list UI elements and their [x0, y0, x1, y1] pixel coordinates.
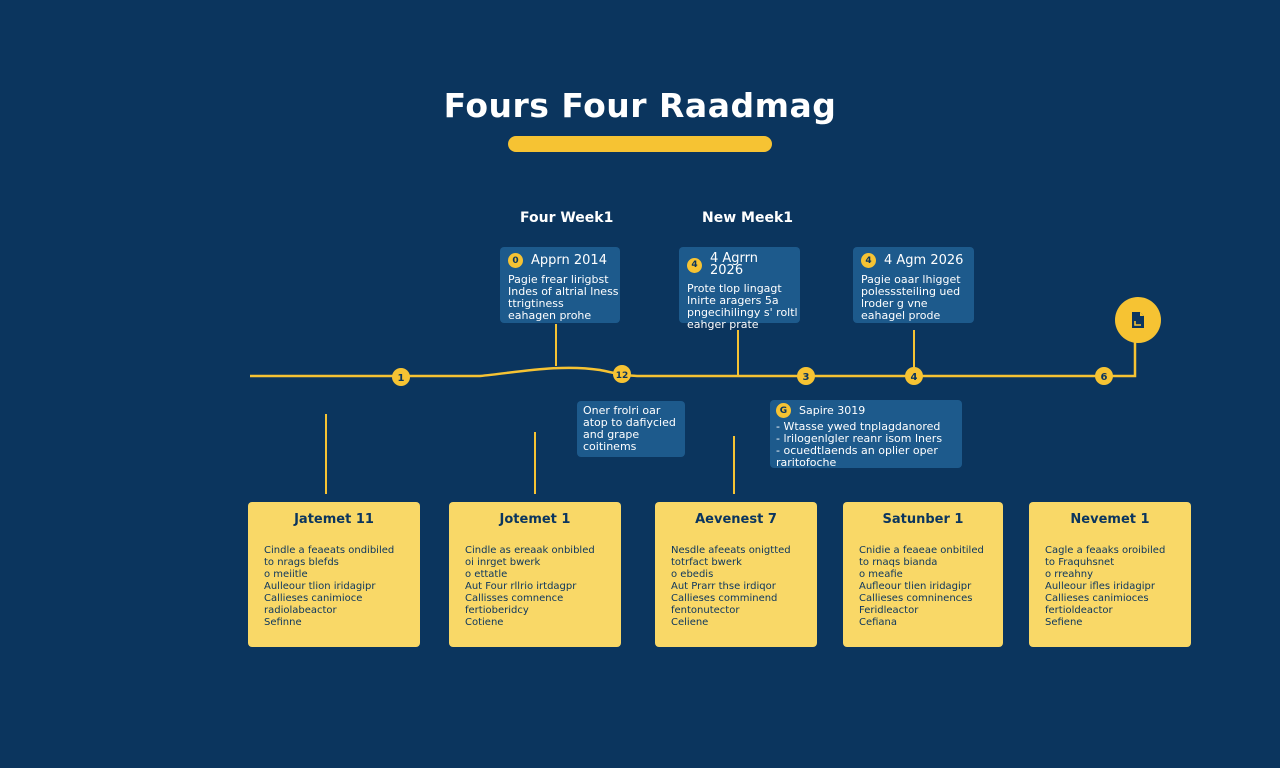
- mid-box-line: - ocuedtlaends an oplier oper: [776, 444, 938, 457]
- milestone-node-1[interactable]: 1: [392, 368, 410, 386]
- top-box-line: eahagel prode: [861, 309, 941, 322]
- card-line: fertioberidcy: [465, 605, 529, 616]
- top-box-badge: 4: [687, 257, 702, 273]
- card-line: to rnaqs bianda: [859, 557, 938, 568]
- week-label-2: New Meek1: [702, 210, 793, 226]
- card-line: fertioldeactor: [1045, 605, 1113, 616]
- flag-icon[interactable]: [1115, 297, 1161, 343]
- top-box-line: lroder g vne: [861, 297, 928, 310]
- card-title: Satunber 1: [882, 512, 964, 527]
- card-line: o meafie: [859, 569, 903, 580]
- card-line: radiolabeactor: [264, 605, 337, 616]
- card-line: Celiene: [671, 617, 709, 628]
- mid-box-line: raritofoche: [776, 456, 837, 469]
- top-box-line: pngecihilingy s' roltl: [687, 306, 798, 319]
- card-line: Feridleactor: [859, 605, 919, 616]
- top-box-date: Apprn 2014: [531, 252, 607, 268]
- milestone-node-2[interactable]: 12: [613, 365, 631, 383]
- mid-box-line: atop to dafiycied: [583, 416, 676, 429]
- card-title: Aevenest 7: [695, 512, 777, 527]
- top-box-line: eahagen prohe: [508, 309, 592, 322]
- top-box-3: 4 4 Agm 2026 Pagie oaar lhigget polessst…: [853, 247, 974, 323]
- card-line: Sefinne: [264, 617, 302, 628]
- timeline-line: [250, 340, 1137, 378]
- card-line: Callieses canimioce: [264, 593, 363, 604]
- milestone-label-2: 12: [616, 371, 629, 381]
- top-box-badge: 4: [861, 253, 876, 268]
- card-line: Nesdle afeeats onigtted: [671, 545, 791, 556]
- card-line: o meiitle: [264, 569, 308, 580]
- card-line: Cotiene: [465, 617, 504, 628]
- milestone-card-2[interactable]: Jotemet 1 Cindle as ereaak onbibled oi i…: [449, 502, 621, 647]
- mid-box-line: coitinems: [583, 440, 637, 453]
- card-line: Aut Four rllrio irtdagpr: [465, 581, 577, 592]
- milestone-label-5: 6: [1101, 372, 1108, 383]
- milestone-card-3[interactable]: Aevenest 7 Nesdle afeeats onigtted totrf…: [655, 502, 817, 647]
- card-line: fentonutector: [671, 605, 740, 616]
- top-box-line: Indes of altrial lness: [508, 285, 619, 298]
- card-title: Nevemet 1: [1070, 512, 1150, 527]
- card-line: Callieses canimioces: [1045, 593, 1149, 604]
- top-box-2: 4 4 Agrrn 2026 Prote tlop lingagt Inirte…: [679, 247, 800, 331]
- top-box-line: Pagie oaar lhigget: [861, 273, 961, 286]
- card-line: Cefiana: [859, 617, 898, 628]
- mid-box-1: Oner frolri oar atop to dafiycied and gr…: [577, 401, 685, 457]
- milestone-card-4[interactable]: Satunber 1 Cnidie a feaeae onbitiled to …: [843, 502, 1003, 647]
- card-line: Cnidie a feaeae onbitiled: [859, 545, 984, 556]
- card-line: oi inrget bwerk: [465, 557, 541, 568]
- card-line: to Fraquhsnet: [1045, 557, 1115, 568]
- milestone-node-3[interactable]: 3: [797, 367, 815, 385]
- card-line: Aufleour tlien iridagipr: [859, 581, 972, 592]
- card-line: Cindle a feaeats ondibiled: [264, 545, 395, 556]
- mid-box-badge: G: [776, 403, 791, 418]
- milestone-label-1: 1: [398, 373, 405, 384]
- mid-box-line: and grape: [583, 428, 640, 441]
- top-box-line: Pagie frear lirigbst: [508, 273, 609, 286]
- top-box-date: 4 Agrrn 2026: [710, 251, 759, 278]
- card-line: totrfact bwerk: [671, 557, 742, 568]
- card-line: Callieses comminend: [671, 593, 778, 604]
- mid-box-2: G Sapire 3019 - Wtasse ywed tnplagdanore…: [770, 400, 962, 469]
- mid-box-line: Oner frolri oar: [583, 404, 661, 417]
- card-line: Callieses comninences: [859, 593, 973, 604]
- card-title: Jotemet 1: [499, 512, 571, 527]
- top-box-line: polesssteiling ued: [861, 285, 961, 298]
- milestone-card-5[interactable]: Nevemet 1 Cagle a feaaks oroibiled to Fr…: [1029, 502, 1191, 647]
- top-box-1: 0 Apprn 2014 Pagie frear lirigbst Indes …: [500, 247, 620, 323]
- card-line: o rreahny: [1045, 569, 1093, 580]
- top-box-line: Prote tlop lingagt: [687, 282, 782, 295]
- milestone-card-1[interactable]: Jatemet 11 Cindle a feaeats ondibiled to…: [248, 502, 420, 647]
- top-box-line: eahger prate: [687, 318, 759, 331]
- mid-box-date: Sapire 3019: [799, 403, 866, 417]
- card-line: Aulleour ifles iridagipr: [1045, 581, 1155, 592]
- page-title: Fours Four Raadmag: [443, 86, 837, 125]
- card-line: to nrags blefds: [264, 557, 339, 568]
- milestone-node-5[interactable]: 6: [1095, 367, 1113, 385]
- title-underline: [508, 136, 772, 152]
- top-box-line: ttrigtiness: [508, 297, 564, 310]
- card-line: Cagle a feaaks oroibiled: [1045, 545, 1166, 556]
- card-line: Sefiene: [1045, 617, 1083, 628]
- milestone-node-4[interactable]: 4: [905, 367, 923, 385]
- mid-box-line: - Wtasse ywed tnplagdanored: [776, 420, 941, 433]
- milestone-label-4: 4: [911, 372, 918, 383]
- mid-box-line: - lrilogenlgler reanr isom lners: [776, 432, 943, 445]
- week-label-1: Four Week1: [520, 210, 614, 226]
- top-box-date: 4 Agm 2026: [884, 252, 964, 268]
- milestone-label-3: 3: [803, 372, 810, 383]
- card-title: Jatemet 11: [294, 512, 374, 527]
- card-line: o ettatle: [465, 569, 508, 580]
- top-box-badge: 0: [508, 253, 523, 268]
- card-line: Aut Prarr thse irdiqor: [671, 581, 776, 592]
- card-line: Aulleour tlion iridagipr: [264, 581, 376, 592]
- card-line: Callisses comnence: [465, 593, 564, 604]
- top-box-line: Inirte aragers 5a: [687, 294, 779, 307]
- card-line: Cindle as ereaak onbibled: [465, 545, 595, 556]
- card-line: o ebedis: [671, 569, 714, 580]
